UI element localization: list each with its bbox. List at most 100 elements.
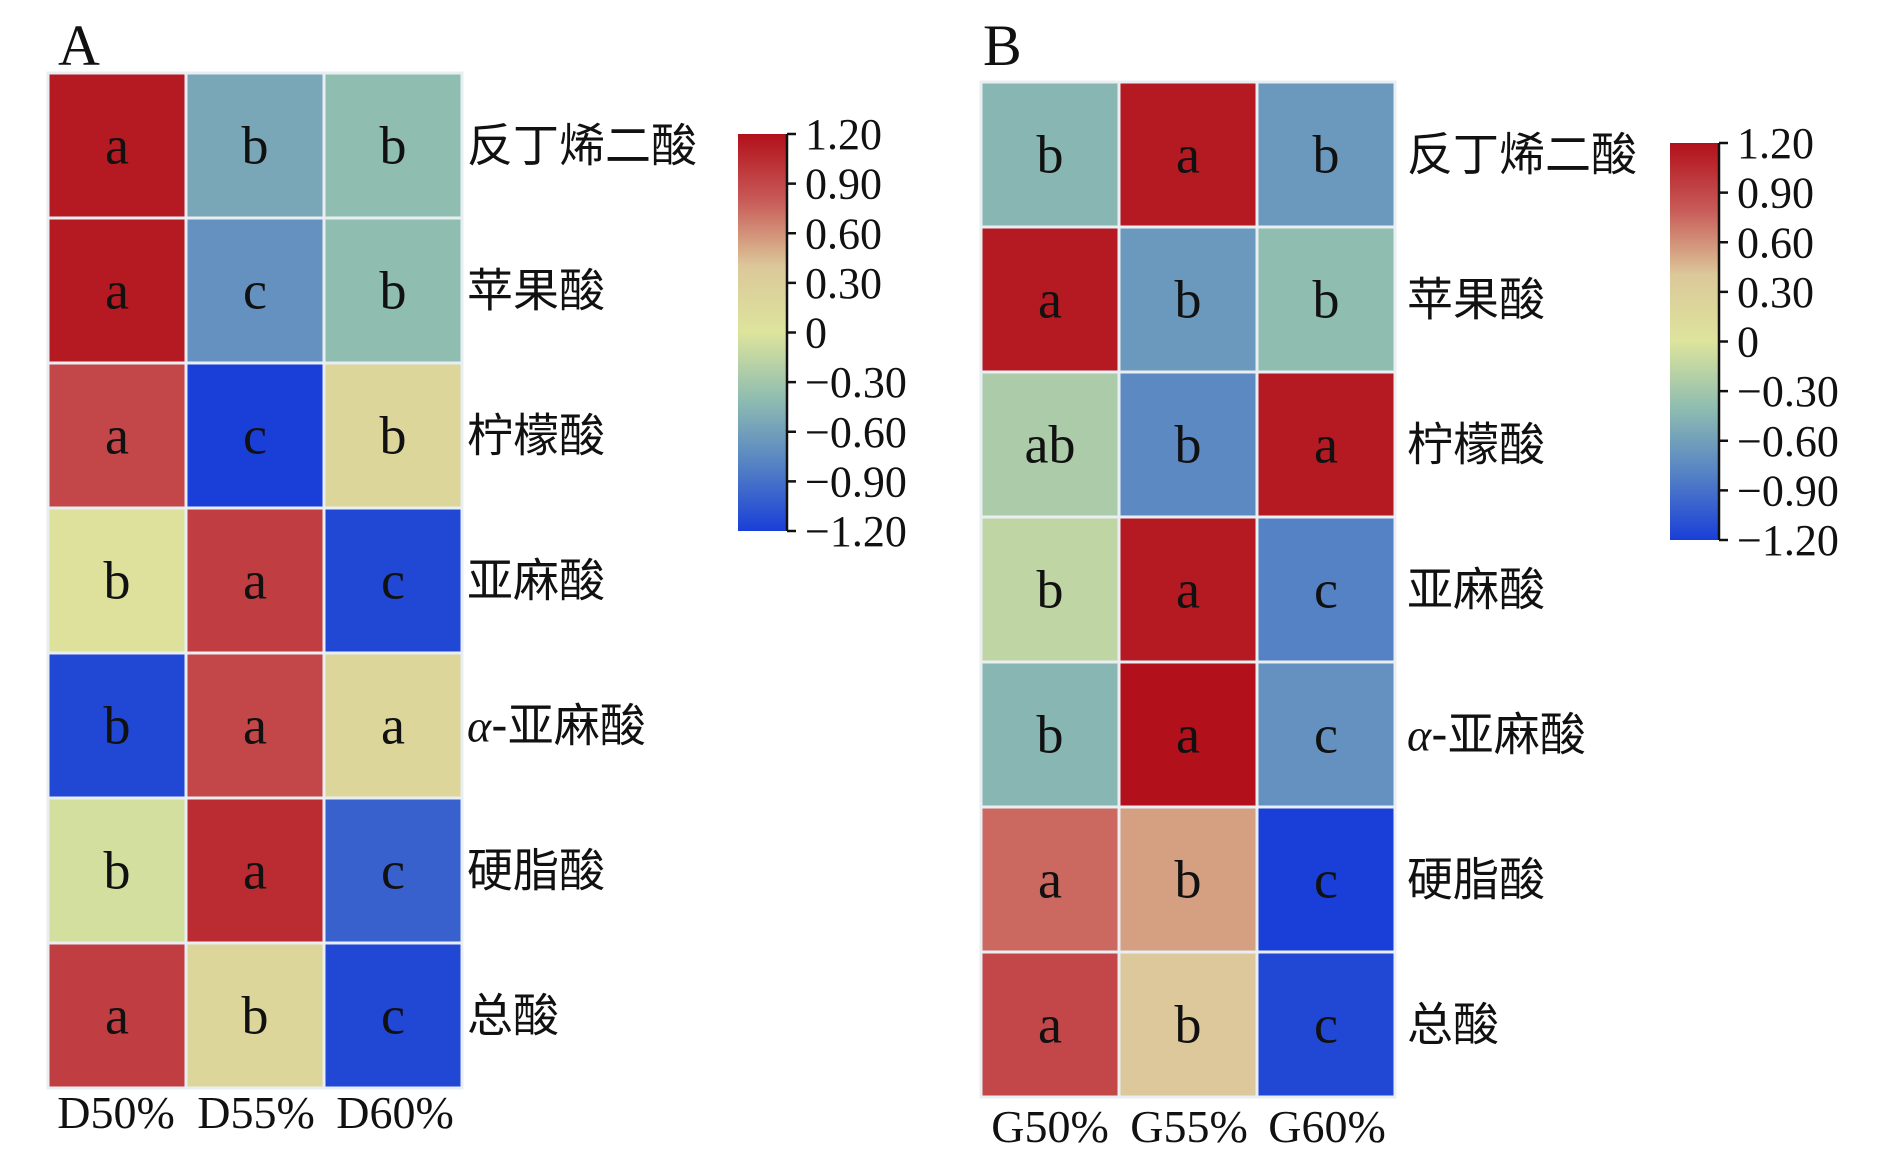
heatmap-cell xyxy=(46,71,188,220)
significance-letter: b xyxy=(380,406,407,466)
heatmap-cell xyxy=(979,805,1121,954)
row-label: 反丁烯二酸 xyxy=(1407,128,1637,182)
significance-letter: b xyxy=(1175,850,1202,910)
panel-label: A xyxy=(58,13,100,78)
significance-letter: a xyxy=(243,551,267,611)
heatmap-cell xyxy=(46,941,188,1090)
row-label: 亚麻酸 xyxy=(467,554,605,608)
colorbar xyxy=(1670,143,1719,540)
row-label: α-亚麻酸 xyxy=(467,699,646,753)
colorbar-tick-label: 0.30 xyxy=(805,259,882,308)
row-label: 硬脂酸 xyxy=(1407,853,1545,907)
significance-letter: b xyxy=(1175,270,1202,330)
colorbar-tick-label: 0 xyxy=(1737,318,1759,367)
heatmap-cell xyxy=(1255,515,1397,664)
significance-letter: b xyxy=(1037,125,1064,185)
heatmap-cell xyxy=(1255,80,1397,229)
significance-letter: c xyxy=(1314,995,1338,1055)
significance-letter: a xyxy=(105,406,129,466)
column-label: G50% xyxy=(991,1101,1109,1152)
significance-letter: c xyxy=(381,986,405,1046)
significance-letter: b xyxy=(1037,560,1064,620)
row-label: 反丁烯二酸 xyxy=(467,119,697,173)
colorbar-tick-label: −1.20 xyxy=(805,507,907,556)
row-label: 硬脂酸 xyxy=(467,844,605,898)
significance-letter: a xyxy=(105,261,129,321)
heatmap-cell xyxy=(322,71,464,220)
column-label: D60% xyxy=(336,1087,454,1138)
heatmap-cell xyxy=(184,941,326,1090)
row-label: 总酸 xyxy=(467,989,559,1043)
row-label: 亚麻酸 xyxy=(1407,563,1545,617)
heatmap-cell xyxy=(1117,805,1259,954)
significance-letter: ab xyxy=(1025,415,1076,475)
heatmap-cell xyxy=(979,370,1121,519)
colorbar-tick-label: 1.20 xyxy=(1737,119,1814,168)
significance-letter: b xyxy=(1175,415,1202,475)
heatmap-cell xyxy=(322,941,464,1090)
significance-letter: a xyxy=(243,696,267,756)
significance-letter: a xyxy=(105,116,129,176)
significance-letter: b xyxy=(1037,705,1064,765)
significance-letter: c xyxy=(243,261,267,321)
significance-letter: c xyxy=(243,406,267,466)
column-label: D55% xyxy=(197,1087,315,1138)
colorbar-tick-label: 0 xyxy=(805,309,827,358)
colorbar-tick-label: −0.90 xyxy=(1737,466,1839,515)
significance-letter: b xyxy=(104,696,131,756)
significance-letter: c xyxy=(1314,850,1338,910)
significance-letter: b xyxy=(1175,995,1202,1055)
significance-letter: b xyxy=(242,986,269,1046)
colorbar-tick-label: −0.60 xyxy=(1737,417,1839,466)
significance-letter: a xyxy=(1038,995,1062,1055)
heatmap-cell xyxy=(322,216,464,365)
significance-letter: c xyxy=(1314,705,1338,765)
significance-letter: a xyxy=(1176,125,1200,185)
significance-letter: a xyxy=(1038,270,1062,330)
significance-letter: b xyxy=(380,116,407,176)
significance-letter: c xyxy=(1314,560,1338,620)
heatmap-cell xyxy=(184,651,326,800)
colorbar-tick-label: 0.90 xyxy=(1737,169,1814,218)
significance-letter: a xyxy=(243,841,267,901)
significance-letter: c xyxy=(381,551,405,611)
significance-letter: a xyxy=(1038,850,1062,910)
column-label: D50% xyxy=(57,1087,175,1138)
colorbar-tick-label: 0.60 xyxy=(1737,218,1814,267)
heatmap-cell xyxy=(979,225,1121,374)
colorbar-tick-label: −0.30 xyxy=(1737,367,1839,416)
heatmap-cell xyxy=(46,506,188,655)
heatmap-cell xyxy=(1255,660,1397,809)
heatmap-cell xyxy=(1117,950,1259,1099)
significance-letter: a xyxy=(381,696,405,756)
heatmap-cell xyxy=(46,796,188,945)
significance-letter: b xyxy=(104,841,131,901)
significance-letter: b xyxy=(242,116,269,176)
row-label: 总酸 xyxy=(1407,998,1499,1052)
column-label: G60% xyxy=(1268,1101,1386,1152)
significance-letter: a xyxy=(1176,560,1200,620)
heatmap-cell xyxy=(1117,370,1259,519)
row-label: 苹果酸 xyxy=(1407,273,1545,327)
colorbar-tick-label: 0.60 xyxy=(805,209,882,258)
heatmap-cell xyxy=(979,950,1121,1099)
significance-letter: a xyxy=(105,986,129,1046)
heatmap-cell xyxy=(1255,950,1397,1099)
significance-letter: b xyxy=(380,261,407,321)
significance-letter: a xyxy=(1314,415,1338,475)
significance-letter: b xyxy=(104,551,131,611)
row-label: 柠檬酸 xyxy=(1407,418,1545,472)
colorbar-tick-label: 1.20 xyxy=(805,110,882,159)
colorbar xyxy=(738,134,787,531)
heatmap-cell xyxy=(184,71,326,220)
significance-letter: c xyxy=(381,841,405,901)
heatmap-cell xyxy=(322,796,464,945)
heatmap-cell xyxy=(322,506,464,655)
colorbar-tick-label: −0.90 xyxy=(805,457,907,506)
significance-letter: b xyxy=(1313,270,1340,330)
heatmap-cell xyxy=(184,361,326,510)
colorbar-tick-label: −1.20 xyxy=(1737,516,1839,565)
